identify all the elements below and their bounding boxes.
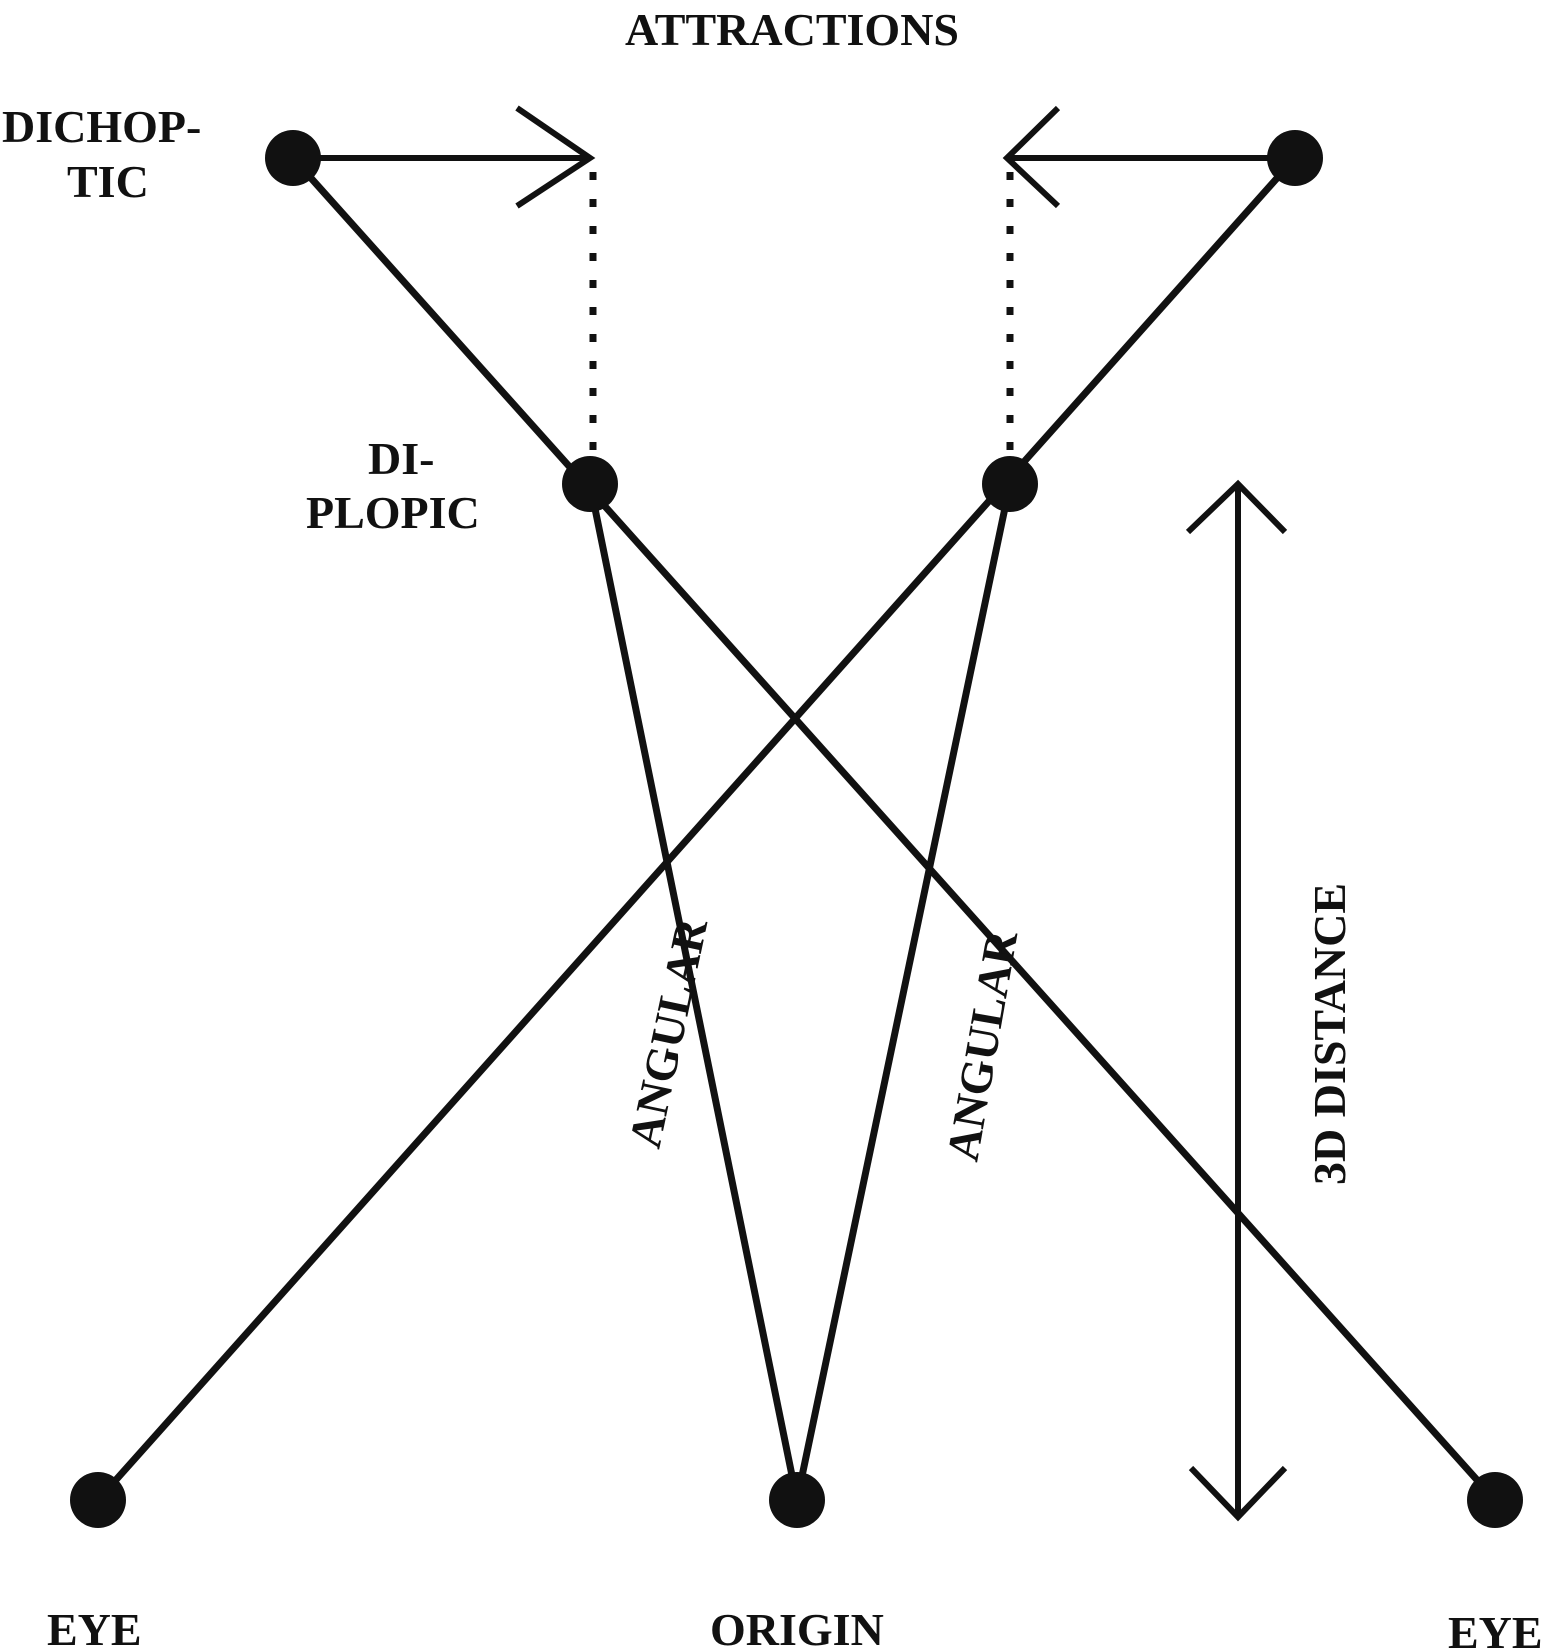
left-dichoptic-to-right-eye-line <box>290 155 1498 1503</box>
right-diplopic-point <box>982 456 1038 512</box>
right-angular-line <box>793 483 1014 1501</box>
left-diplopic-point <box>562 456 618 512</box>
diplopic-label-line1: DI- <box>368 433 434 484</box>
right-dichoptic-point <box>1267 130 1323 186</box>
diplopic-label-line2: PLOPIC <box>306 487 480 538</box>
eye-left-label: EYE <box>47 1604 142 1651</box>
left-dichoptic-point <box>265 130 321 186</box>
right-eye-point <box>1467 1472 1523 1528</box>
angular-right-label: ANGULAR <box>937 926 1028 1165</box>
origin-label: ORIGIN <box>710 1604 884 1651</box>
left-attraction-arrowhead <box>515 105 596 209</box>
distance-label: 3D DISTANCE <box>1304 883 1355 1185</box>
distance-arrowhead-bottom <box>1188 1465 1288 1522</box>
left-angular-line <box>586 483 801 1501</box>
right-dichoptic-to-left-eye-line <box>95 155 1298 1503</box>
dichoptic-label-line2: TIC <box>67 156 149 207</box>
distance-arrowhead-top <box>1185 479 1288 535</box>
origin-point <box>769 1472 825 1528</box>
diagram-title: ATTRACTIONS <box>625 4 959 55</box>
left-eye-point <box>70 1472 126 1528</box>
right-attraction-arrowhead <box>1002 105 1061 209</box>
dichoptic-label-line1: DICHOP- <box>2 101 201 152</box>
eye-right-label: EYE <box>1448 1607 1543 1651</box>
